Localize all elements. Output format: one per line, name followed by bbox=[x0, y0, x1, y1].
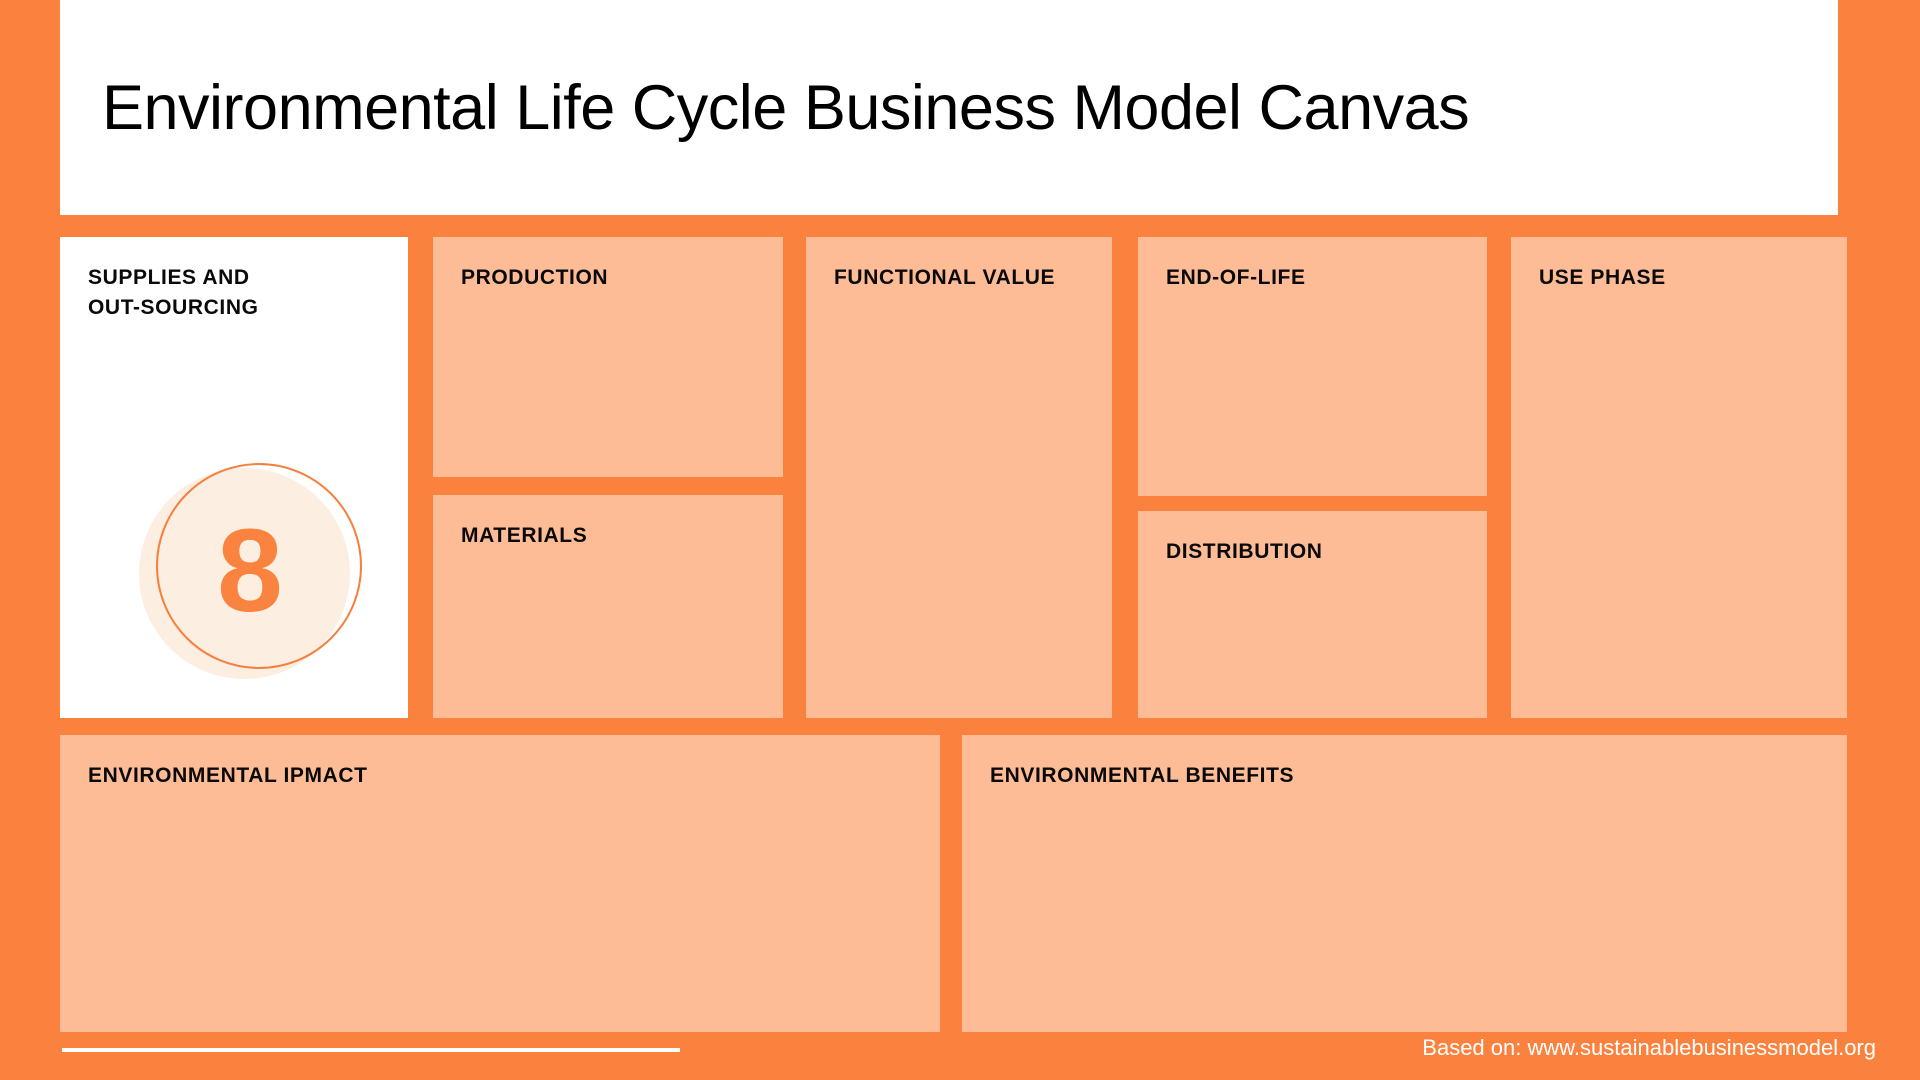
footer-divider-line bbox=[62, 1048, 680, 1052]
panel-functional-value[interactable]: FUNCTIONAL VALUE bbox=[806, 237, 1112, 718]
panel-environmental-benefits[interactable]: ENVIRONMENTAL BENEFITS bbox=[962, 735, 1847, 1032]
panel-label-supplies-and-outsourcing: SUPPLIES AND OUT-SOURCING bbox=[88, 266, 259, 319]
panel-label-environmental-benefits: ENVIRONMENTAL BENEFITS bbox=[990, 764, 1295, 787]
step-number-badge: 8 bbox=[134, 463, 362, 679]
panel-environmental-impact[interactable]: ENVIRONMENTAL IPMACT bbox=[60, 735, 940, 1032]
panel-label-production: PRODUCTION bbox=[461, 266, 609, 289]
panel-materials[interactable]: MATERIALS bbox=[433, 495, 783, 718]
panel-label-end-of-life: END-OF-LIFE bbox=[1166, 266, 1306, 289]
panel-label-materials: MATERIALS bbox=[461, 524, 588, 547]
panel-label-distribution: DISTRIBUTION bbox=[1166, 540, 1323, 563]
page-title: Environmental Life Cycle Business Model … bbox=[102, 72, 1470, 143]
badge-outline-circle bbox=[156, 463, 362, 669]
panel-distribution[interactable]: DISTRIBUTION bbox=[1138, 511, 1487, 718]
panel-label-environmental-impact: ENVIRONMENTAL IPMACT bbox=[88, 764, 368, 787]
panel-supplies-and-outsourcing[interactable]: SUPPLIES AND OUT-SOURCING 8 bbox=[60, 237, 408, 718]
panel-use-phase[interactable]: USE PHASE bbox=[1511, 237, 1847, 718]
footer-credit-link[interactable]: Based on: www.sustainablebusinessmodel.o… bbox=[1422, 1035, 1876, 1060]
panel-label-functional-value: FUNCTIONAL VALUE bbox=[834, 266, 1056, 289]
panel-production[interactable]: PRODUCTION bbox=[433, 237, 783, 477]
panel-label-use-phase: USE PHASE bbox=[1539, 266, 1666, 289]
panel-end-of-life[interactable]: END-OF-LIFE bbox=[1138, 237, 1487, 496]
title-bar: Environmental Life Cycle Business Model … bbox=[60, 0, 1838, 215]
badge-number-label: 8 bbox=[217, 505, 283, 637]
